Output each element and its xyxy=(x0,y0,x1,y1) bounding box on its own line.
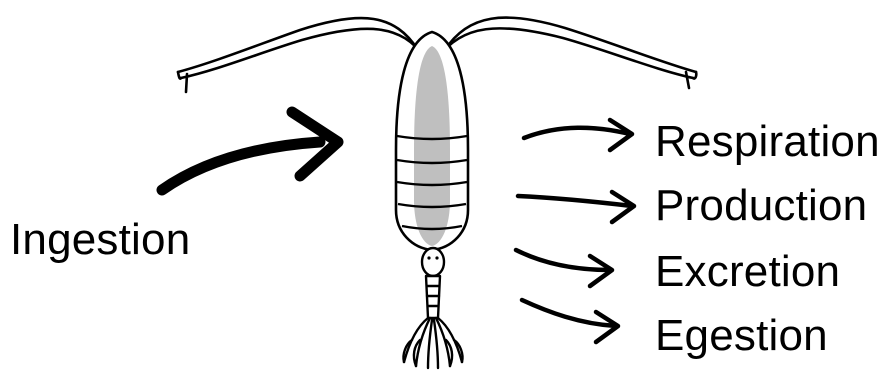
excretion-arrow xyxy=(516,250,612,286)
production-arrow xyxy=(518,192,634,222)
egestion-arrow xyxy=(522,300,618,342)
respiration-arrow xyxy=(524,120,632,150)
excretion-label: Excretion xyxy=(655,250,840,294)
egestion-label: Egestion xyxy=(655,314,828,358)
ingestion-label: Ingestion xyxy=(10,218,190,262)
production-label: Production xyxy=(655,184,867,228)
copepod-tail xyxy=(403,248,462,368)
gut xyxy=(414,46,450,246)
output-arrows xyxy=(516,120,634,342)
copepod-body xyxy=(396,32,468,250)
respiration-label: Respiration xyxy=(655,120,880,164)
ingestion-arrow xyxy=(162,112,338,190)
